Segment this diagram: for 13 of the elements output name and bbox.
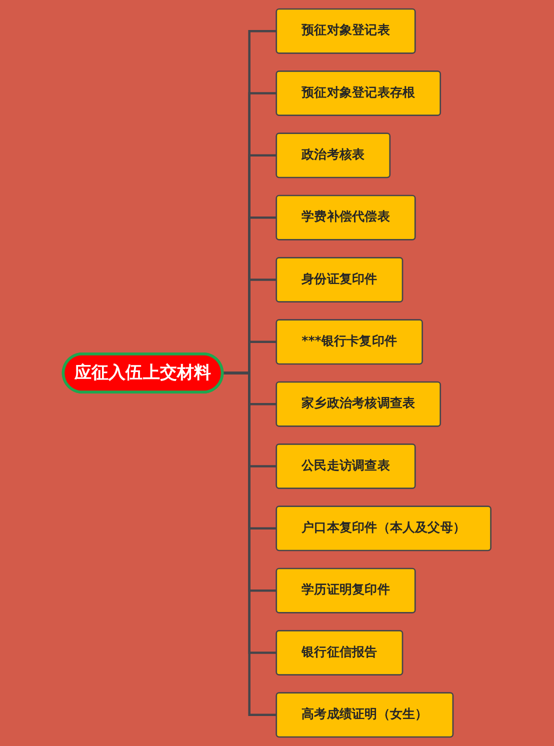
node-box: 政治考核表 bbox=[276, 132, 391, 178]
node-box: 户口本复印件（本人及父母） bbox=[276, 506, 492, 552]
node-box: 预征对象登记表存根 bbox=[276, 70, 442, 116]
node-box: 学历证明复印件 bbox=[276, 568, 416, 614]
node-box: 高考成绩证明（女生） bbox=[276, 692, 454, 738]
node-box: 预征对象登记表 bbox=[276, 8, 416, 54]
node-box: ***银行卡复印件 bbox=[276, 319, 423, 365]
node-box: 银行征信报告 bbox=[276, 630, 404, 676]
node-box: 家乡政治考核调查表 bbox=[276, 381, 442, 427]
node-box: 学费补偿代偿表 bbox=[276, 194, 416, 240]
node-box: 身份证复印件 bbox=[276, 257, 404, 302]
node-box: 公民走访调查表 bbox=[276, 444, 416, 489]
connector bbox=[222, 372, 276, 716]
